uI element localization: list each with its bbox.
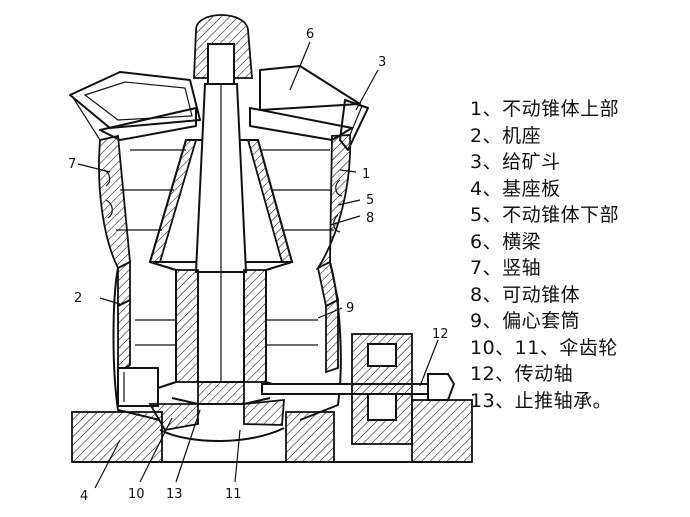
callout-10: 10: [128, 487, 145, 502]
callout-12: 12: [432, 327, 449, 342]
eccentric-sleeve: [135, 261, 318, 389]
thrust-bearing: [171, 381, 271, 405]
leader-lines: [77, 41, 439, 489]
legend-item-13: 13、止推轴承。: [470, 389, 613, 412]
callout-9: 9: [346, 301, 354, 316]
legend-item-12: 12、传动轴: [470, 363, 574, 385]
crossbeam: [99, 14, 353, 141]
legend-item-8: 8、可动锥体: [470, 283, 581, 306]
callout-5: 5: [366, 193, 374, 208]
legend-item-10-11: 10、11、伞齿轮: [470, 336, 618, 359]
legend-item-7: 7、竖轴: [470, 257, 542, 279]
callout-8: 8: [366, 211, 374, 226]
legend-item-1: 1、不动锥体上部: [470, 98, 620, 120]
legend-item-4: 4、基座板: [470, 177, 561, 200]
main-shaft: [194, 83, 248, 383]
callout-11: 11: [225, 487, 242, 502]
lower-fixed-cone: [98, 134, 352, 271]
bevel-gears: [148, 398, 285, 442]
callout-7: 7: [68, 157, 76, 172]
base-plate: [71, 411, 470, 463]
legend-item-5: 5、不动锥体下部: [470, 204, 620, 226]
parts-legend: 1、不动锥体上部 2、机座 3、给矿斗 4、基座板 5、不动锥体下部 6、横梁 …: [470, 96, 619, 414]
frame-housing: [112, 260, 342, 421]
legend-item-9: 9、偏心套筒: [470, 310, 581, 332]
drive-shaft: [261, 333, 473, 463]
callout-2: 2: [74, 291, 82, 306]
callout-1: 1: [362, 167, 370, 182]
callout-3: 3: [378, 55, 386, 70]
legend-item-6: 6、横梁: [470, 230, 542, 253]
callout-4: 4: [80, 489, 88, 504]
callout-6: 6: [306, 27, 314, 42]
callout-13: 13: [166, 487, 183, 502]
legend-item-3: 3、给矿斗: [470, 151, 561, 173]
legend-item-2: 2、机座: [470, 124, 542, 147]
